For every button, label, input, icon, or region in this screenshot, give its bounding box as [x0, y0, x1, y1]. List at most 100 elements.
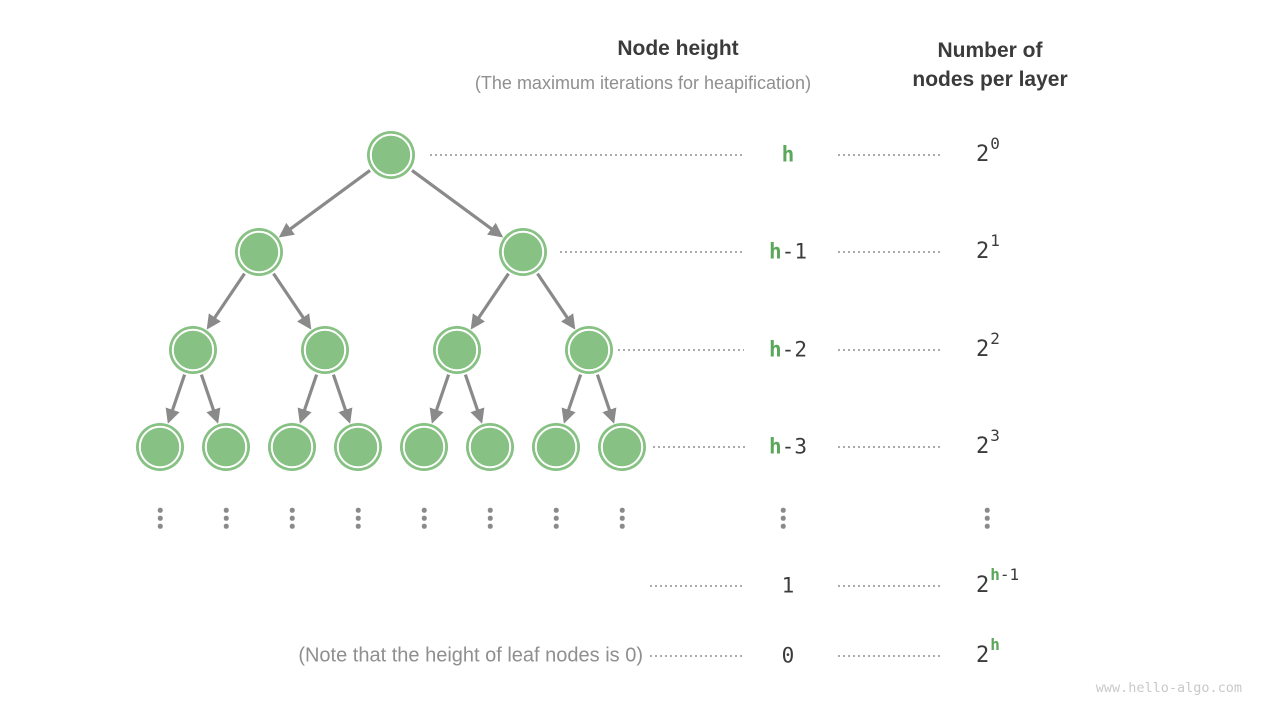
exponent-symbol-green: h — [990, 565, 1000, 584]
ellipsis-dot — [553, 523, 559, 529]
tree-node — [466, 423, 514, 471]
ellipsis-dot — [984, 515, 990, 521]
node-height-label: h-2 — [769, 339, 807, 361]
ellipsis-dot — [289, 515, 295, 521]
count-exponent: 0 — [990, 134, 1000, 153]
count-column-title-line2: nodes per layer — [912, 68, 1068, 91]
dotted-connector-tree-to-height — [653, 446, 746, 448]
dotted-connector-height-to-count — [838, 251, 943, 253]
tree-edge — [331, 374, 353, 424]
tree-node-ring — [171, 328, 215, 372]
ellipsis-dot — [355, 507, 361, 513]
tree-edge — [278, 169, 371, 238]
dotted-connector-tree-to-height — [430, 154, 744, 156]
exponent-offset-dark: 3 — [990, 426, 1000, 445]
nodes-per-layer-label: 20 — [976, 136, 1000, 166]
tree-node — [532, 423, 580, 471]
tree-continuation-ellipsis — [223, 507, 229, 529]
dotted-connector-tree-to-height — [618, 349, 744, 351]
tree-edge — [561, 374, 583, 424]
ellipsis-dot — [223, 507, 229, 513]
height-column-title: Node height — [617, 37, 739, 60]
tree-node — [202, 423, 250, 471]
ellipsis-dot — [780, 507, 786, 513]
count-exponent: 3 — [990, 426, 1000, 445]
tree-continuation-ellipsis — [289, 507, 295, 529]
tree-node — [235, 228, 283, 276]
tree-edge — [463, 374, 485, 424]
tree-edge — [470, 272, 510, 330]
ellipsis-dot — [780, 515, 786, 521]
count-exponent: h — [990, 635, 1000, 654]
count-column-title: Number of nodes per layer — [912, 36, 1067, 94]
ellipsis-dot — [421, 515, 427, 521]
tree-node — [301, 326, 349, 374]
tree-node — [499, 228, 547, 276]
nodes-per-layer-label: 23 — [976, 428, 1000, 459]
ellipsis-dot — [487, 515, 493, 521]
tree-continuation-ellipsis — [355, 507, 361, 529]
tree-nodes — [136, 131, 646, 471]
exponent-symbol-green: h — [990, 635, 1000, 654]
tree-edge — [297, 374, 319, 424]
ellipsis-dot — [619, 507, 625, 513]
dotted-connector-height-to-count — [838, 585, 940, 587]
tree-node-ring — [270, 425, 314, 469]
dotted-connector-height-to-count — [838, 655, 940, 657]
tree-node-ring — [435, 328, 479, 372]
ellipsis-dot — [487, 507, 493, 513]
tree-edge — [411, 169, 504, 238]
ellipsis-dot — [157, 507, 163, 513]
ellipsis-dot — [553, 515, 559, 521]
count-base: 2 — [976, 337, 990, 362]
ellipsis-dot — [289, 507, 295, 513]
dotted-connector-height-to-count — [838, 349, 943, 351]
exponent-offset-dark: 2 — [990, 329, 1000, 348]
height-symbol-green: h — [769, 239, 782, 264]
count-exponent: h-1 — [990, 565, 1019, 584]
height-offset-dark: 1 — [781, 573, 795, 598]
exponent-offset-dark: 1 — [990, 231, 1000, 250]
tree-node — [136, 423, 184, 471]
dotted-connector-height-to-count — [838, 446, 943, 448]
leaf-height-note: (Note that the height of leaf nodes is 0… — [298, 644, 643, 667]
dotted-connector-height-to-count — [838, 154, 943, 156]
tree-node — [565, 326, 613, 374]
tree-node-ring — [468, 425, 512, 469]
tree-node — [268, 423, 316, 471]
count-base: 2 — [976, 434, 990, 459]
tree-edge — [199, 374, 221, 424]
tree-edge — [429, 374, 451, 424]
count-exponent: 1 — [990, 231, 1000, 250]
height-column-ellipsis — [780, 507, 786, 529]
ellipsis-dot — [223, 523, 229, 529]
node-height-label: 0 — [781, 643, 795, 668]
ellipsis-dot — [421, 523, 427, 529]
dotted-connector-tree-to-height — [560, 251, 744, 253]
node-height-label: h — [782, 144, 795, 166]
height-symbol-green: h — [769, 434, 782, 459]
tree-node-ring — [402, 425, 446, 469]
tree-continuation-ellipsis — [157, 507, 163, 529]
tree-edge — [272, 272, 312, 330]
ellipsis-dot — [487, 523, 493, 529]
tree-node — [598, 423, 646, 471]
nodes-per-layer-label: 2h — [976, 637, 1000, 668]
exponent-offset-dark: 0 — [990, 134, 1000, 153]
tree-node-ring — [534, 425, 578, 469]
height-offset-dark: 0 — [781, 643, 795, 668]
ellipsis-dot — [289, 523, 295, 529]
count-base: 2 — [976, 239, 990, 264]
tree-continuation-ellipsis — [421, 507, 427, 529]
ellipsis-dot — [157, 515, 163, 521]
ellipsis-dot — [223, 515, 229, 521]
watermark: www.hello-algo.com — [1095, 680, 1242, 696]
tree-node-ring — [501, 230, 545, 274]
ellipsis-dot — [355, 523, 361, 529]
count-base: 2 — [976, 643, 990, 668]
tree-node — [334, 423, 382, 471]
ellipsis-dot — [157, 523, 163, 529]
ellipsis-dot — [984, 523, 990, 529]
